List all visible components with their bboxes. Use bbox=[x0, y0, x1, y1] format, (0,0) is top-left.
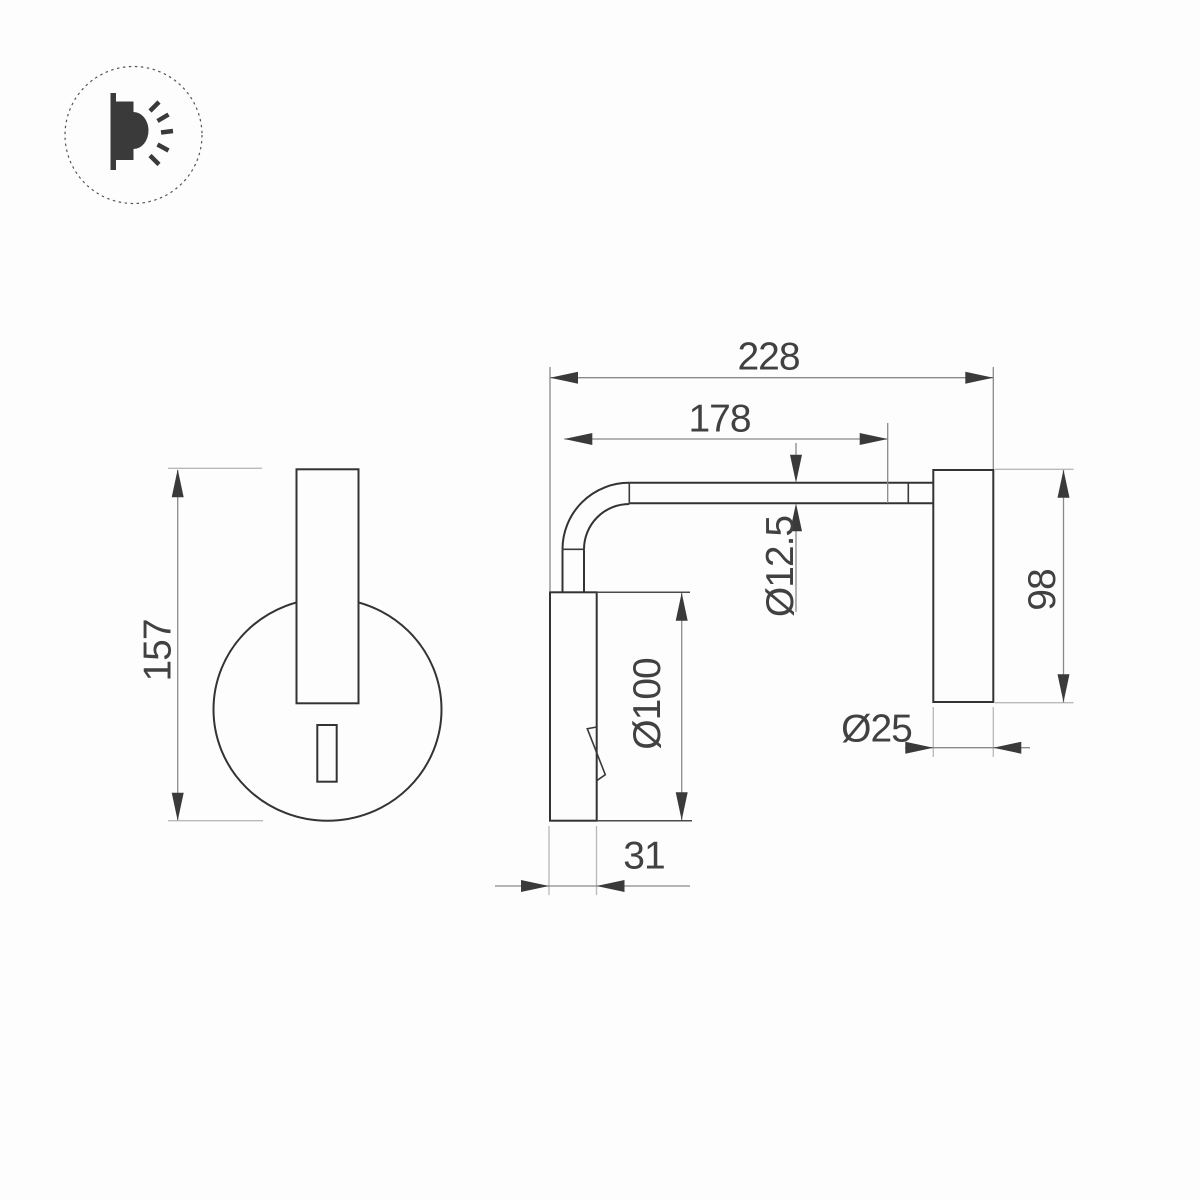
logo-light-rays bbox=[148, 100, 174, 167]
dim-backplate-height-extension-lines bbox=[995, 468, 1074, 704]
dim-head-diameter-extension-lines bbox=[596, 591, 692, 822]
dim-backplate-height-arrow-bottom bbox=[1057, 674, 1070, 703]
side-elbow-outer-arc bbox=[561, 481, 630, 550]
logo-lamp-lens bbox=[133, 112, 149, 149]
dim-total-depth-extension-lines bbox=[549, 367, 994, 591]
side-backplate bbox=[932, 469, 995, 703]
dim-backplate-depth: Ø25 bbox=[841, 707, 1030, 757]
dim-backplate-depth-extension-lines bbox=[932, 707, 994, 757]
dim-front-height-arrow-top bbox=[171, 469, 184, 498]
dim-head-diameter: Ø100 bbox=[596, 591, 692, 822]
side-view bbox=[549, 469, 995, 822]
dim-tube-diameter-arrow-bottom bbox=[790, 503, 802, 532]
dim-front-height-label: 157 bbox=[137, 619, 180, 681]
side-down-tube bbox=[561, 549, 585, 593]
side-arm-tube bbox=[629, 481, 934, 505]
dim-backplate-height: 98 bbox=[995, 468, 1074, 704]
dim-backplate-height-label: 98 bbox=[1021, 569, 1064, 610]
dim-backplate-depth-arrow-right bbox=[993, 741, 1022, 754]
dim-arm-length: 178 bbox=[564, 398, 889, 503]
dim-head-depth-arrow-left bbox=[521, 880, 549, 892]
dim-backplate-depth-label: Ø25 bbox=[841, 708, 912, 751]
front-view bbox=[212, 468, 443, 822]
side-switch-lever bbox=[586, 726, 607, 782]
dim-head-depth-extension-lines bbox=[548, 826, 598, 895]
dim-tube-diameter: Ø12.5 bbox=[759, 443, 802, 617]
dim-arm-length-label: 178 bbox=[688, 398, 750, 441]
side-elbow-inner-arc bbox=[583, 503, 630, 550]
dim-arm-length-arrow-right bbox=[859, 433, 888, 445]
side-lamp-head bbox=[549, 591, 598, 822]
dim-total-depth: 228 bbox=[549, 336, 994, 591]
dim-head-depth: 31 bbox=[495, 826, 690, 895]
dim-head-depth-arrow-right bbox=[596, 880, 625, 892]
dim-tube-diameter-arrow-top bbox=[790, 454, 802, 483]
dim-head-diameter-label: Ø100 bbox=[626, 658, 669, 750]
dim-tube-diameter-label: Ø12.5 bbox=[759, 516, 802, 618]
dim-head-diameter-arrow-bottom bbox=[675, 792, 688, 821]
dim-backplate-depth-arrow-left bbox=[905, 741, 934, 754]
logo-dashed-circle bbox=[64, 65, 203, 205]
logo-lamp-body bbox=[116, 101, 134, 160]
dim-backplate-height-arrow-top bbox=[1057, 469, 1070, 498]
dim-arm-length-arrow-left bbox=[564, 433, 593, 445]
dim-total-depth-label: 228 bbox=[737, 336, 799, 379]
logo-wall-bar bbox=[110, 93, 116, 170]
dim-front-height-arrow-bottom bbox=[171, 792, 184, 821]
dim-head-diameter-arrow-top bbox=[675, 592, 688, 621]
front-lamp-body bbox=[295, 468, 360, 705]
wall-lamp-light-rays-icon bbox=[110, 93, 174, 170]
dim-total-depth-arrow-left bbox=[550, 371, 578, 384]
brand-logo bbox=[64, 65, 203, 205]
front-switch bbox=[316, 724, 338, 783]
dim-front-height: 157 bbox=[137, 467, 263, 822]
dim-front-height-extension-lines bbox=[168, 467, 263, 822]
dim-head-depth-label: 31 bbox=[623, 835, 664, 878]
dim-total-depth-arrow-right bbox=[965, 371, 994, 384]
